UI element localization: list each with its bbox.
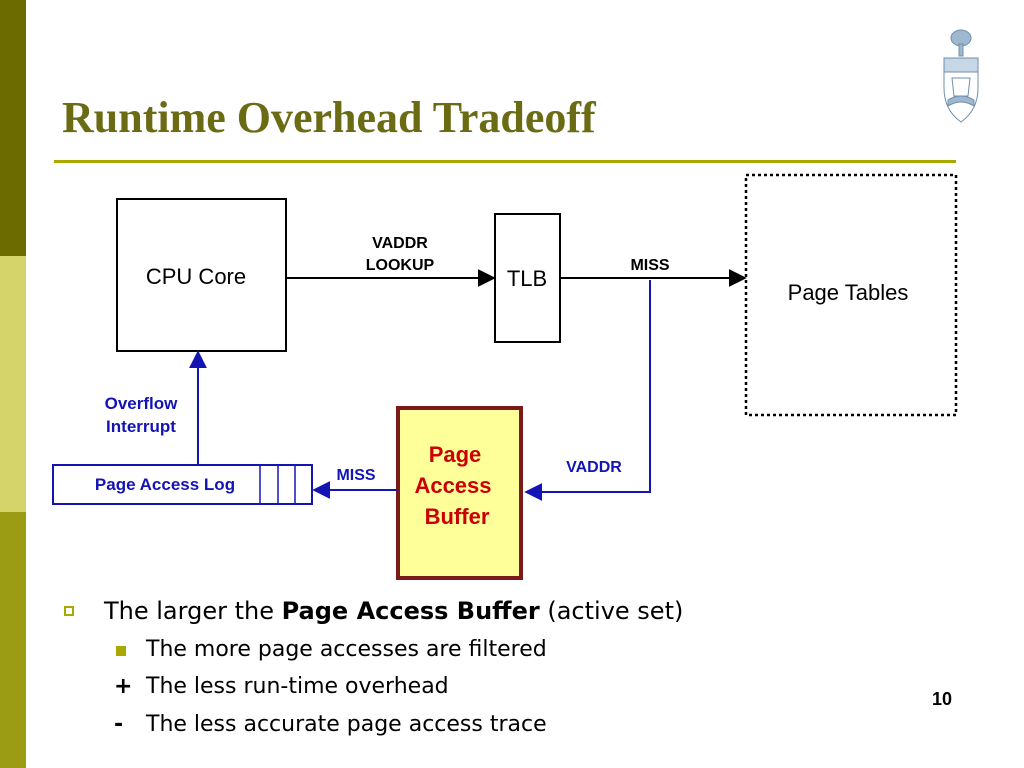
cpu-core-label: CPU Core: [146, 264, 246, 289]
page-number: 10: [932, 689, 953, 709]
vaddr-lookup-label-2: LOOKUP: [366, 257, 435, 274]
page-tables-label: Page Tables: [788, 280, 909, 305]
bullet-hollow-square-icon: [64, 606, 74, 616]
pab-label-1: Page: [429, 442, 482, 467]
sidebar-band-bottom: [0, 512, 26, 768]
vaddr-pab-label: VADDR: [566, 459, 622, 476]
pab-miss-label: MISS: [336, 467, 375, 484]
slide-title: Runtime Overhead Tradeoff: [62, 93, 596, 142]
bullet-minus-line: -The less accurate page access trace: [114, 712, 547, 737]
overflow-label-1: Overflow: [105, 394, 179, 413]
vaddr-lookup-label-1: VADDR: [372, 235, 428, 252]
page-access-log-label: Page Access Log: [95, 475, 235, 494]
sidebar-band-top: [0, 0, 26, 256]
sidebar-band-middle: [0, 256, 26, 512]
tlb-label: TLB: [507, 266, 547, 291]
pab-label-2: Access: [414, 473, 491, 498]
bullet-minus-text: The less accurate page access trace: [146, 712, 547, 737]
page-access-buffer-box: [396, 406, 523, 580]
bullet-filled-square-icon: [116, 646, 126, 656]
page-access-log-box: [52, 464, 313, 505]
bullet-level2: The more page accesses are filtered: [146, 637, 547, 662]
minus-sign: -: [114, 712, 124, 737]
miss-to-pab-arrow: [524, 280, 651, 501]
plus-sign: +: [114, 674, 133, 699]
bullet-plus-text: The less run-time overhead: [146, 674, 449, 699]
tlb-miss-label: MISS: [630, 257, 669, 274]
university-crest-icon: [943, 29, 979, 123]
bullet1-suffix: (active set): [539, 597, 684, 625]
bullet-level1: The larger the Page Access Buffer (activ…: [104, 597, 683, 625]
overflow-label-2: Interrupt: [106, 417, 176, 436]
cpu-core-box: [116, 198, 287, 352]
pab-label-3: Buffer: [425, 504, 490, 529]
bullet1-emphasis: Page Access Buffer: [281, 597, 540, 625]
title-underline: [54, 160, 956, 163]
page-tables-box: [744, 173, 958, 417]
bullet1-prefix: The larger the: [104, 597, 282, 625]
bullet-plus-line: + The less run-time overhead: [114, 674, 449, 699]
